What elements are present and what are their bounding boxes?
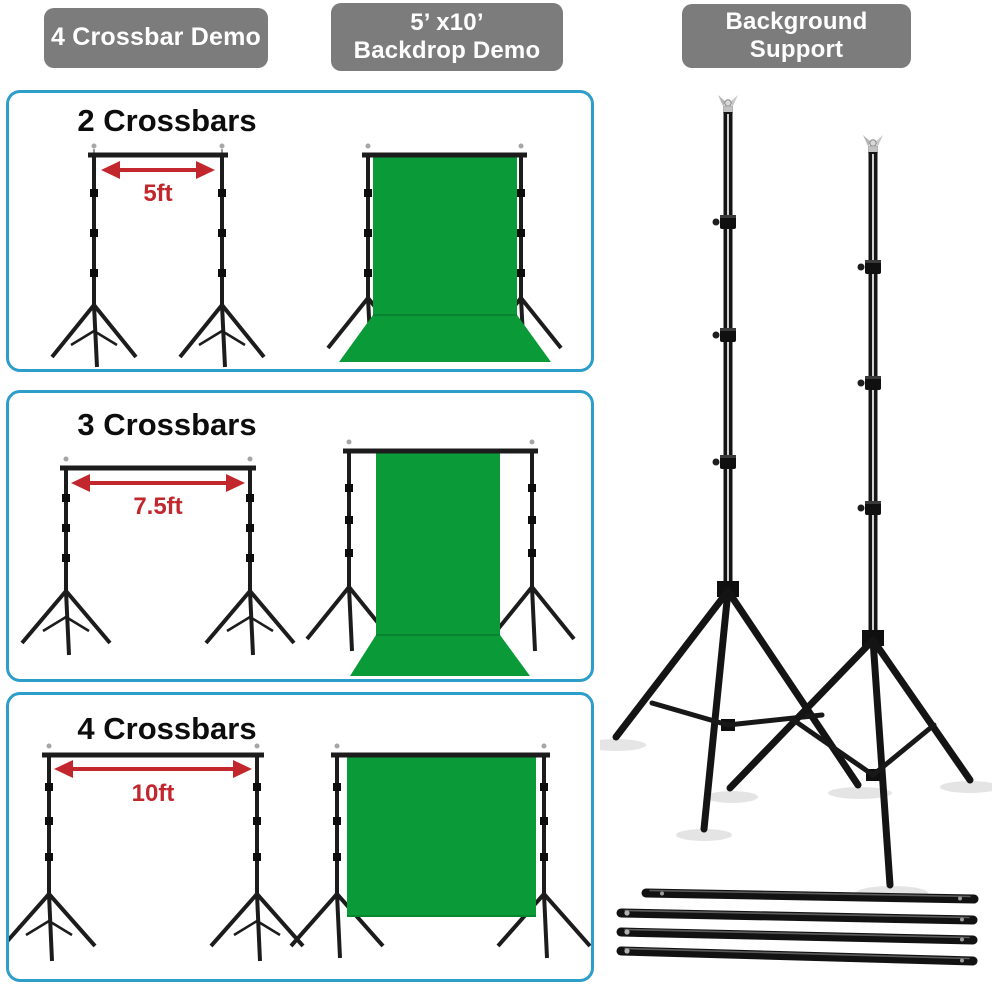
stand-frame-diagram: [20, 456, 296, 656]
shadows: [600, 739, 992, 900]
width-label: 10ft: [132, 780, 175, 807]
panel-4-crossbars: 4 Crossbars: [6, 692, 594, 982]
light-stand-left: [612, 95, 862, 833]
backdrop-demo: [289, 743, 591, 959]
crossbar-tubes: [616, 888, 979, 966]
pole-clamp: [857, 260, 881, 274]
label-line: Background: [725, 7, 868, 35]
panel-2-crossbars-illustration: 5ft: [50, 143, 563, 368]
pole-clamp: [712, 328, 736, 342]
width-label: 5ft: [143, 180, 172, 207]
light-stand-right: [726, 135, 974, 889]
backdrop-demo: [305, 439, 576, 676]
crossbar-tube: [616, 927, 978, 945]
background-support-photo: [600, 95, 992, 966]
label-line: Support: [749, 36, 844, 63]
green-backdrop: [339, 155, 551, 362]
pole-clamp: [712, 215, 736, 229]
panel-4-crossbars-illustration: 10ft: [9, 743, 591, 962]
label-line: 5’ x10’: [410, 8, 484, 36]
crossbar-tube: [616, 946, 978, 966]
width-arrow: [71, 474, 245, 492]
width-label: 7.5ft: [133, 493, 182, 520]
green-backdrop: [347, 755, 536, 917]
label-backdrop-demo: 5’ x10’ Backdrop Demo: [331, 3, 563, 71]
wing-bolt-icon: [718, 95, 738, 114]
leg-braces: [789, 716, 937, 778]
label-background-support: Background Support: [682, 4, 911, 68]
pole-clamp: [857, 501, 881, 515]
pole-clamp: [857, 376, 881, 390]
panel-3-crossbars-illustration: 7.5ft: [20, 439, 576, 676]
leg-braces: [649, 700, 825, 728]
pole-clamp: [712, 455, 736, 469]
label-line: Backdrop Demo: [353, 37, 541, 64]
label-4-crossbar-demo: 4 Crossbar Demo: [44, 8, 268, 68]
stand-frame-diagram: [9, 743, 305, 962]
width-arrow: [101, 161, 215, 179]
backdrop-demo: [326, 143, 563, 362]
panel-title: 4 Crossbars: [77, 711, 257, 746]
crossbar-tube: [616, 908, 978, 925]
tripod-legs: [726, 636, 974, 889]
label-line: 4 Crossbar Demo: [50, 23, 262, 52]
width-arrow: [54, 760, 252, 778]
panel-title: 2 Crossbars: [77, 103, 257, 138]
panel-2-crossbars: 2 Crossbars: [6, 90, 594, 372]
crossbar-tube: [641, 888, 979, 904]
wing-bolt-icon: [863, 135, 883, 154]
green-backdrop: [350, 451, 530, 676]
panel-title: 3 Crossbars: [77, 407, 257, 442]
stand-frame-diagram: [50, 143, 266, 368]
panel-3-crossbars: 3 Crossbars: [6, 390, 594, 682]
